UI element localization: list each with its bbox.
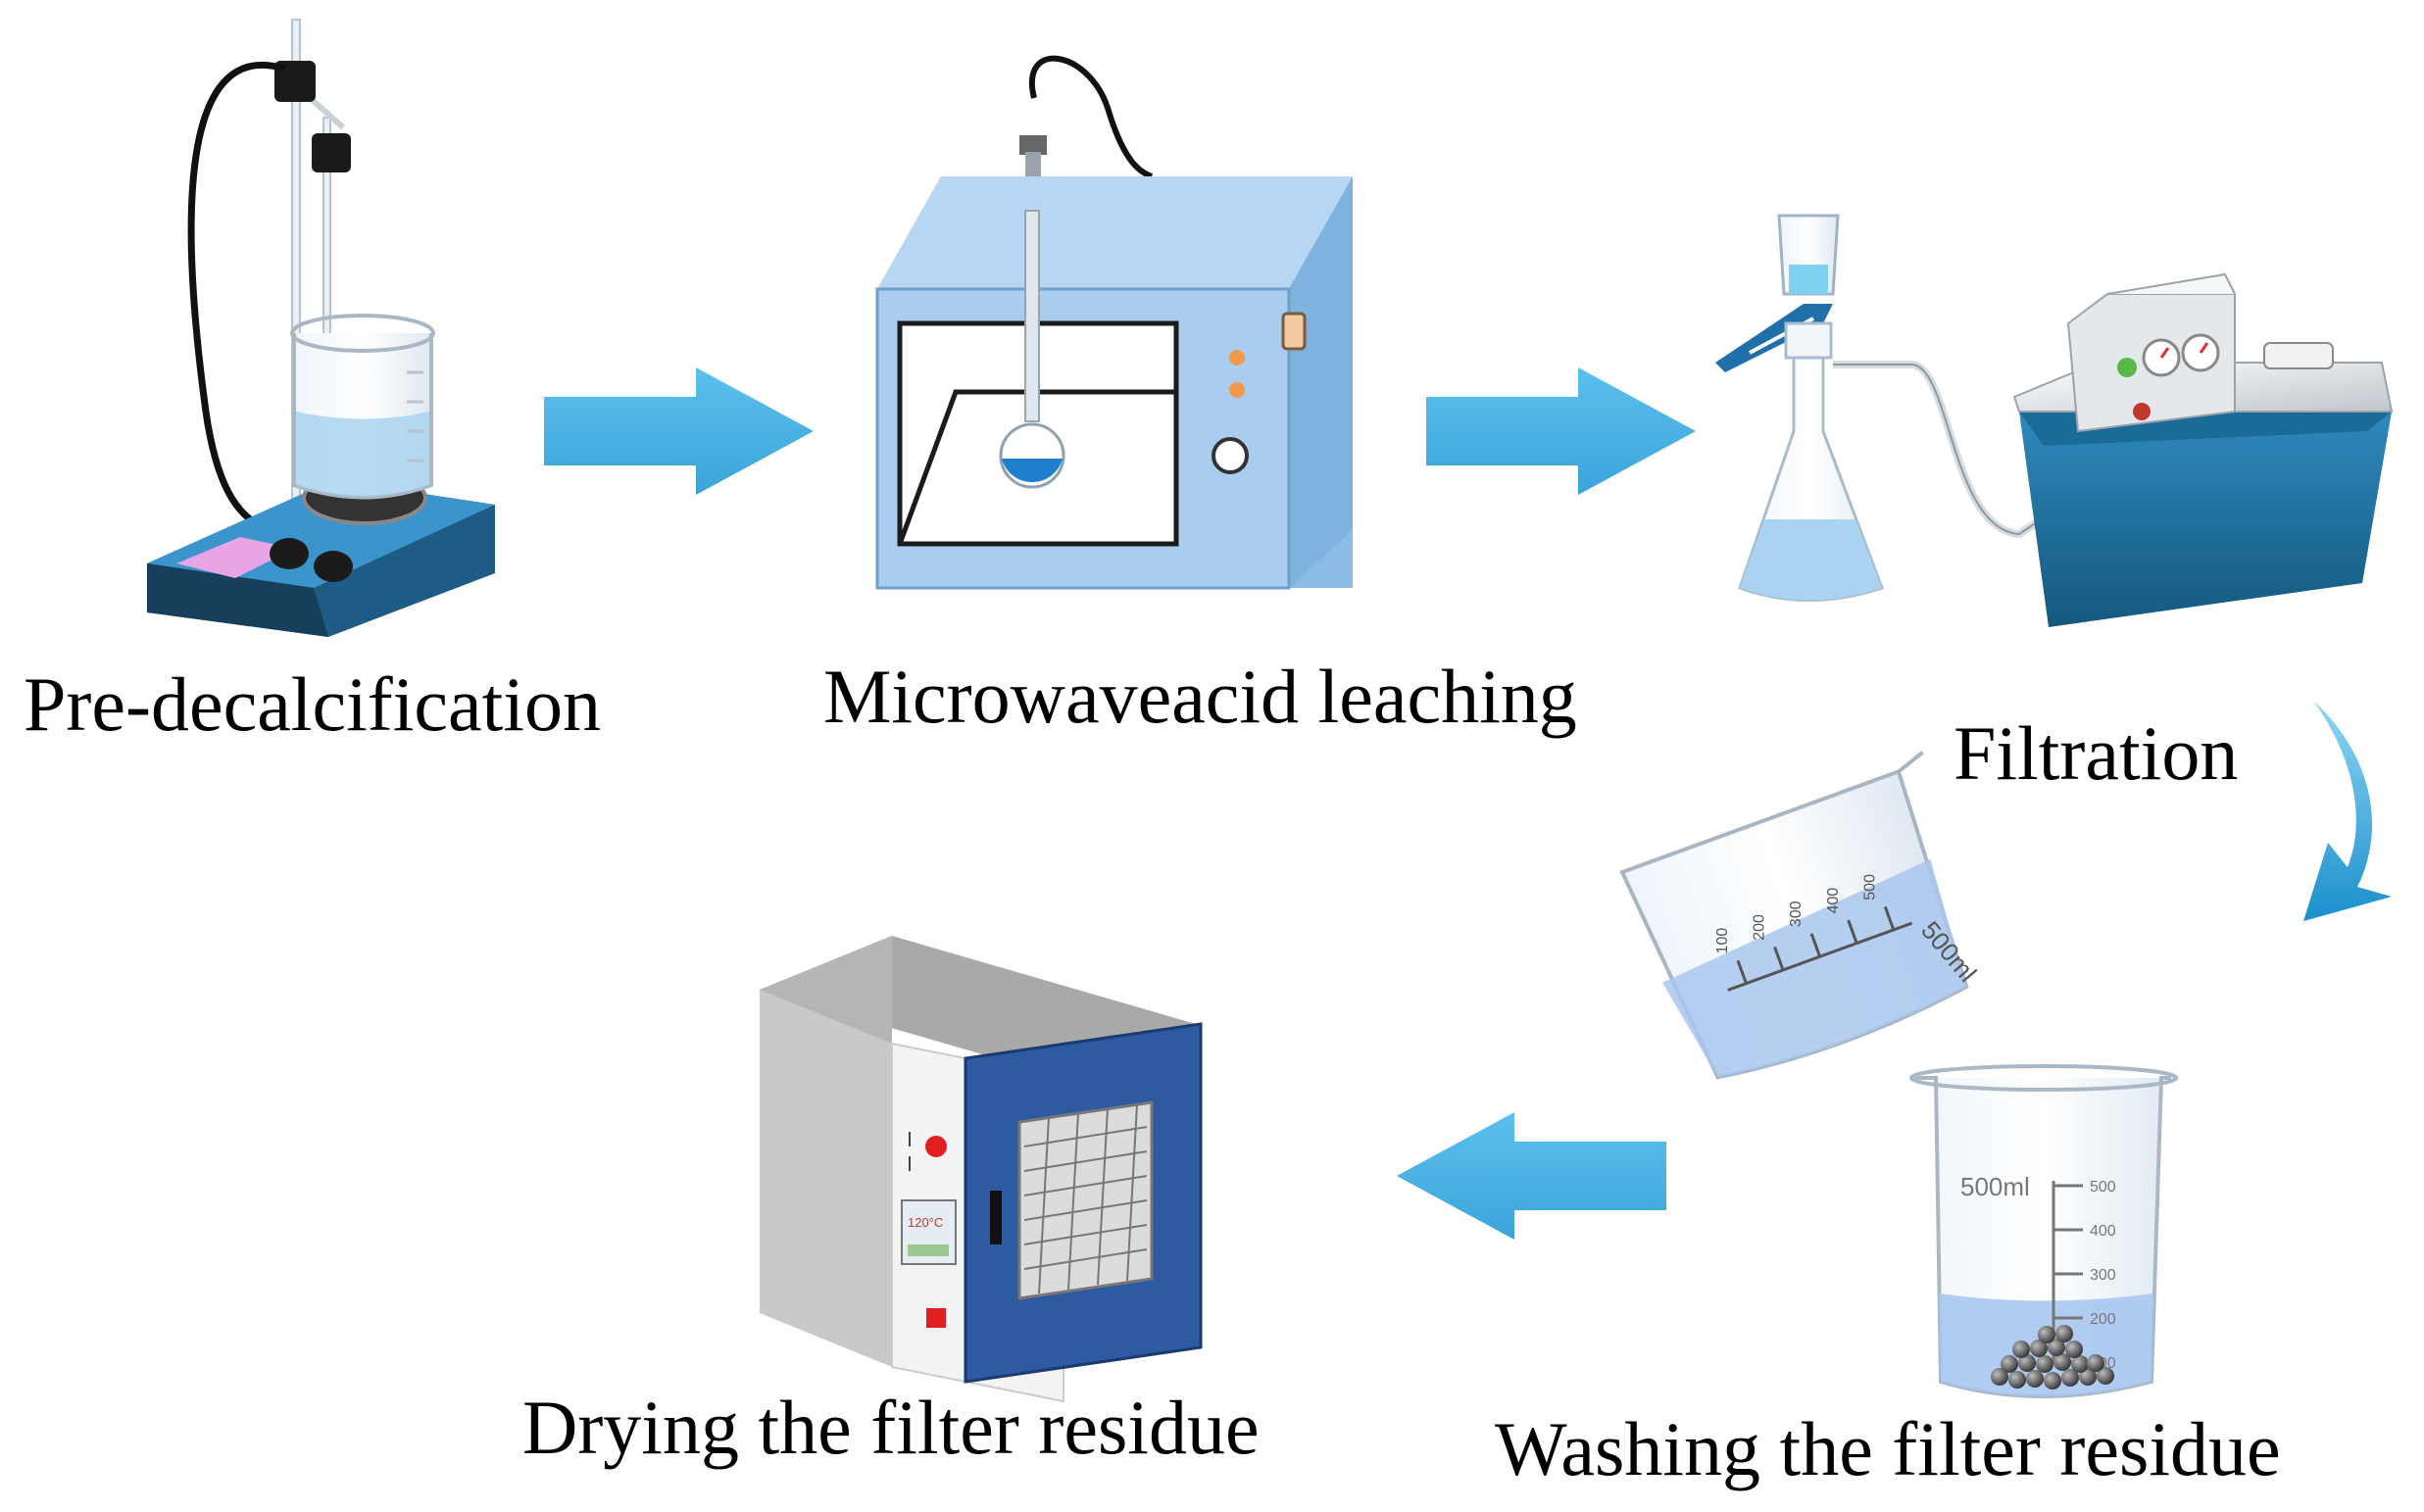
microwave-illustration <box>875 55 1353 590</box>
filtration-illustration <box>1715 214 2394 627</box>
drying-oven-illustration: 120°C <box>760 936 1203 1403</box>
step-label-drying: Drying the filter residue <box>522 1385 1260 1470</box>
arrow-curved-down <box>2303 701 2392 921</box>
arrow-right-2 <box>1426 367 1696 495</box>
pour-tick-400: 400 <box>1825 888 1842 914</box>
filter-residue-particles <box>1991 1325 2114 1390</box>
arrow-right-1 <box>544 367 814 495</box>
pour-tick-100: 100 <box>1714 928 1731 954</box>
beaker-volume-label: 500ml <box>1960 1172 2030 1201</box>
step-label-washing: Washing the filter residue <box>1495 1406 2281 1491</box>
beaker-tick-300: 300 <box>2090 1267 2116 1284</box>
step-label-microwave-acid-leaching: Microwaveacid leaching <box>823 654 1577 739</box>
beaker-tick-200: 200 <box>2090 1311 2116 1328</box>
step-label-filtration: Filtration <box>1954 710 2239 796</box>
beaker-tick-400: 400 <box>2090 1223 2116 1240</box>
beaker-tick-500: 500 <box>2090 1179 2116 1195</box>
washing-illustration: 100 200 300 400 500 500ml 500 400 300 20… <box>1619 751 2178 1398</box>
oven-temperature-readout: 120°C <box>908 1215 943 1230</box>
pour-tick-300: 300 <box>1788 901 1805 927</box>
pour-tick-200: 200 <box>1752 914 1768 941</box>
arrow-left-3 <box>1397 1112 1666 1240</box>
hotplate-stirrer-illustration <box>147 19 495 637</box>
step-label-pre-decalcification: Pre-decalcification <box>24 661 601 747</box>
pour-tick-500: 500 <box>1861 874 1878 901</box>
